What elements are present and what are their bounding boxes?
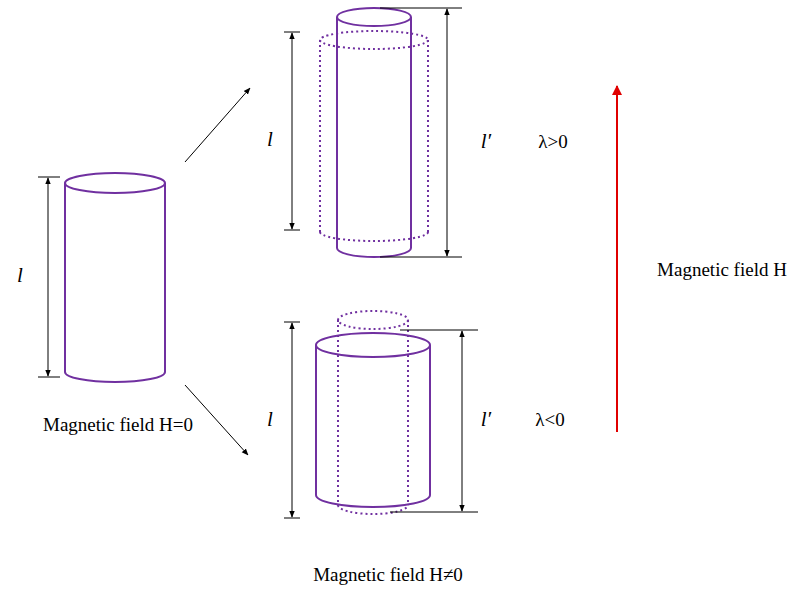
coefficient-label: λ<0 <box>535 410 564 431</box>
coefficient-label: λ>0 <box>538 132 567 153</box>
length-label: l <box>267 408 273 431</box>
length-label: l <box>267 128 273 151</box>
state-caption: Magnetic field H≠0 <box>313 565 463 586</box>
length-label: l <box>17 264 23 287</box>
dimension-lines <box>38 8 478 518</box>
length-label: l′ <box>481 408 491 431</box>
state-caption: Magnetic field H=0 <box>43 415 193 436</box>
transition-arrow <box>185 385 248 455</box>
rod-elongated <box>337 8 411 257</box>
transition-arrow <box>185 88 250 162</box>
rod-at-rest <box>65 173 165 382</box>
field-label: Magnetic field H <box>657 260 787 281</box>
length-label: l′ <box>481 130 491 153</box>
rod-shortened <box>316 333 430 507</box>
rod-original-outline <box>338 311 408 514</box>
field-arrow <box>616 86 618 432</box>
